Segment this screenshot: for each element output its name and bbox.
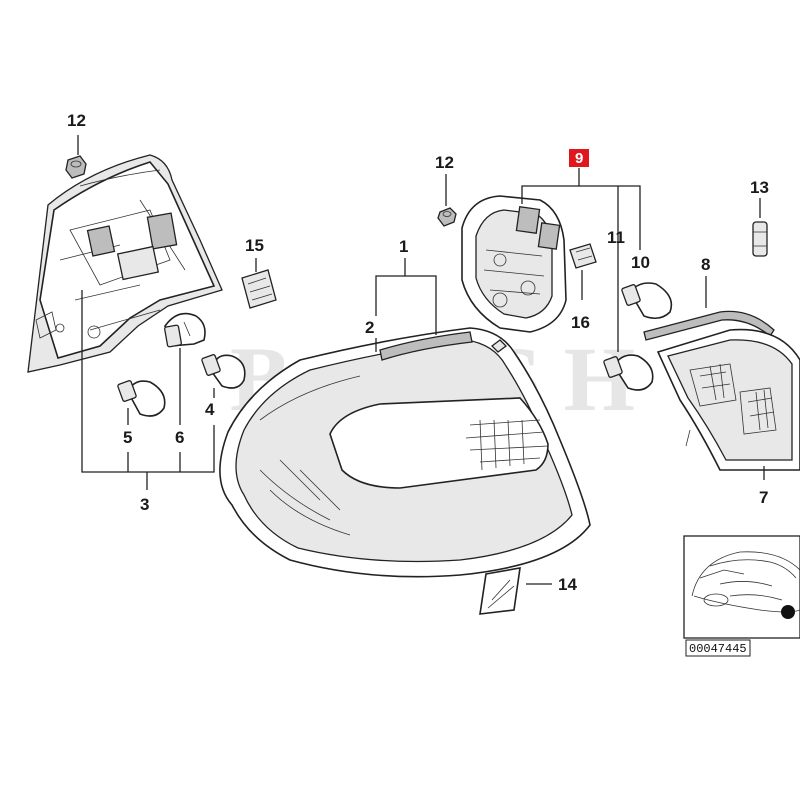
callout-3: 3 xyxy=(140,495,149,514)
callout-12-left: 12 xyxy=(67,111,86,130)
bulb-11 xyxy=(603,354,654,391)
reference-number: 00047445 xyxy=(689,642,747,656)
label-14 xyxy=(479,567,521,615)
reference-number-box: 00047445 xyxy=(685,639,751,657)
callout-10: 10 xyxy=(631,253,650,272)
callout-1: 1 xyxy=(399,237,408,256)
bulb-5 xyxy=(117,380,166,417)
nut-12-center xyxy=(437,207,457,227)
bulb-carrier-assembly xyxy=(27,154,223,373)
bulb-10 xyxy=(621,282,673,320)
gasket-2 xyxy=(379,331,473,361)
callout-12-center: 12 xyxy=(435,153,454,172)
callout-9-highlight xyxy=(569,149,589,167)
nut-12-left xyxy=(65,155,87,179)
callout-16: 16 xyxy=(571,313,590,332)
callout-11: 11 xyxy=(607,228,625,247)
callout-8: 8 xyxy=(701,255,710,274)
callout-5: 5 xyxy=(123,428,132,447)
callout-15: 15 xyxy=(245,236,264,255)
callout-14: 14 xyxy=(558,575,577,594)
location-marker-dot xyxy=(781,605,795,619)
vehicle-location-inset xyxy=(683,535,800,639)
callout-7: 7 xyxy=(759,488,768,507)
callout-4: 4 xyxy=(205,400,215,419)
bulb-holder-9 xyxy=(461,195,567,333)
callout-2: 2 xyxy=(365,318,374,337)
callout-6: 6 xyxy=(175,428,184,447)
callout-13: 13 xyxy=(750,178,769,197)
callout-9: 9 xyxy=(575,150,583,167)
connector-16 xyxy=(569,243,597,269)
bulb-4 xyxy=(201,354,246,389)
inner-light-7 xyxy=(656,328,800,471)
tail-light-lens-1 xyxy=(219,327,591,578)
bulb-6 xyxy=(164,312,206,348)
connector-15 xyxy=(241,269,277,309)
bulb-13 xyxy=(752,221,768,257)
